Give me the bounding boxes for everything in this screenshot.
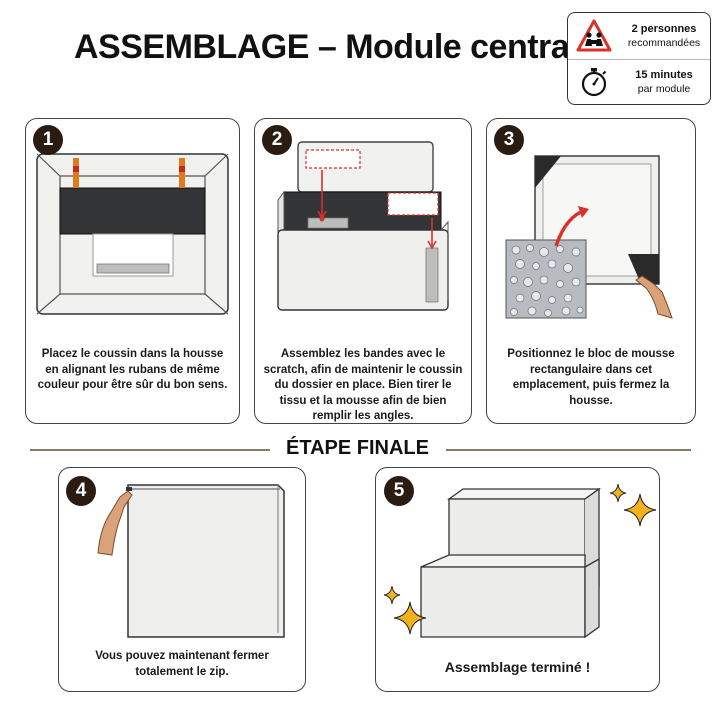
step-2-text: Assemblez les bandes avec le scratch, af… — [263, 348, 463, 422]
info-people-line2: recommandées — [627, 37, 701, 49]
info-people-line1: 2 personnes — [631, 23, 697, 35]
step-1-illustration — [36, 153, 229, 315]
final-divider-right — [446, 449, 691, 451]
two-people-warning-icon — [576, 19, 612, 52]
step-3-illustration — [505, 155, 673, 319]
step-1-badge: 1 — [33, 125, 63, 155]
step-2-badge: 2 — [262, 125, 292, 155]
stopwatch-icon — [581, 68, 607, 97]
step-5-illustration — [420, 487, 602, 639]
step-3-badge: 3 — [494, 125, 524, 155]
info-people-text: 2 personnes recommandées — [620, 22, 708, 50]
step-1-text: Placez le coussin dans la housse en alig… — [37, 348, 228, 391]
step-4-badge: 4 — [66, 476, 96, 506]
info-people-row: 2 personnes recommandées — [568, 13, 710, 60]
info-time-row: 15 minutes par module — [568, 59, 710, 105]
step-5-text: Assemblage terminé ! — [444, 659, 591, 675]
sparkle-icon — [383, 585, 427, 635]
info-time-line2: par module — [637, 83, 691, 95]
step-2-illustration — [277, 141, 449, 311]
step-4-text: Vous pouvez maintenant fermer totalement… — [95, 650, 269, 678]
sparkle-icon — [609, 483, 657, 527]
info-time-line1: 15 minutes — [635, 69, 693, 81]
final-divider-left — [30, 449, 270, 451]
info-time-text: 15 minutes par module — [620, 68, 708, 96]
info-box: 2 personnes recommandées 15 minutes par … — [567, 12, 711, 105]
step-3-text: Positionnez le bloc de mousse rectangula… — [507, 348, 675, 407]
page-title: ASSEMBLAGE – Module central — [74, 28, 579, 66]
final-step-title: ÉTAPE FINALE — [286, 437, 429, 459]
step-4-illustration — [97, 484, 285, 638]
step-5-badge: 5 — [384, 476, 414, 506]
